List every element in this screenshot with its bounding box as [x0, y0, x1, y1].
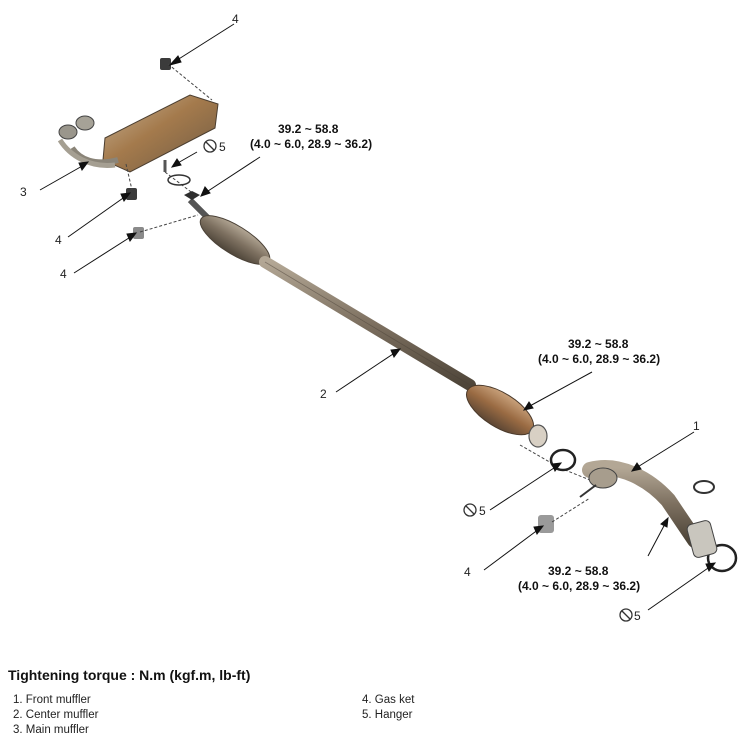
legend-item: 3. Main muffler	[13, 724, 89, 736]
hanger-rubber-top	[160, 58, 171, 70]
torque-spec-mid-line1: 39.2 ~ 58.8	[568, 337, 629, 351]
flange-top	[184, 191, 200, 200]
legend-item: 5. Hanger	[362, 709, 413, 721]
hanger-rubber-left-b	[133, 227, 144, 239]
callout-5-bottom: 5	[634, 609, 641, 623]
front-muffler	[579, 460, 718, 558]
no-reuse-icon-top	[203, 139, 217, 153]
hanger-rubber-left-a	[126, 188, 137, 200]
no-reuse-icon-mid	[463, 503, 477, 517]
torque-spec-bottom-line2: (4.0 ~ 6.0, 28.9 ~ 36.2)	[518, 579, 640, 593]
center-muffler	[187, 197, 548, 448]
hanger-rubber-bottom	[538, 515, 554, 533]
gasket-top	[167, 174, 191, 186]
torque-spec-top-line2: (4.0 ~ 6.0, 28.9 ~ 36.2)	[250, 137, 372, 151]
callout-4-left-b: 4	[60, 267, 67, 281]
callout-4-top: 4	[232, 12, 239, 26]
callout-5-top: 5	[219, 140, 226, 154]
callout-4-left-a: 4	[55, 233, 62, 247]
torque-spec-bottom-line1: 39.2 ~ 58.8	[548, 564, 609, 578]
exhaust-system-diagram: 4 3 4 4 2 1 4 5 5 5 39.2 ~ 58.8 (4.0 ~ 6…	[20, 12, 738, 623]
callout-5-mid: 5	[479, 504, 486, 518]
main-muffler	[57, 94, 219, 173]
legend-right: 4. Gas ket 5. Hanger	[362, 693, 414, 723]
torque-units-title: Tightening torque : N.m (kgf.m, lb-ft)	[8, 667, 251, 683]
legend-item: 1. Front muffler	[13, 694, 91, 706]
callout-1: 1	[693, 419, 700, 433]
legend-item: 2. Center muffler	[13, 709, 99, 721]
callout-4-bottom: 4	[464, 565, 471, 579]
callout-3: 3	[20, 185, 27, 199]
legend-item: 4. Gas ket	[362, 694, 415, 706]
torque-spec-mid-line2: (4.0 ~ 6.0, 28.9 ~ 36.2)	[538, 352, 660, 366]
no-reuse-icon-bottom	[619, 608, 633, 622]
callout-2: 2	[320, 387, 327, 401]
legend-left: 1. Front muffler 2. Center muffler 3. Ma…	[13, 693, 98, 738]
torque-spec-top-line1: 39.2 ~ 58.8	[278, 122, 339, 136]
leader-arrows	[39, 23, 717, 611]
